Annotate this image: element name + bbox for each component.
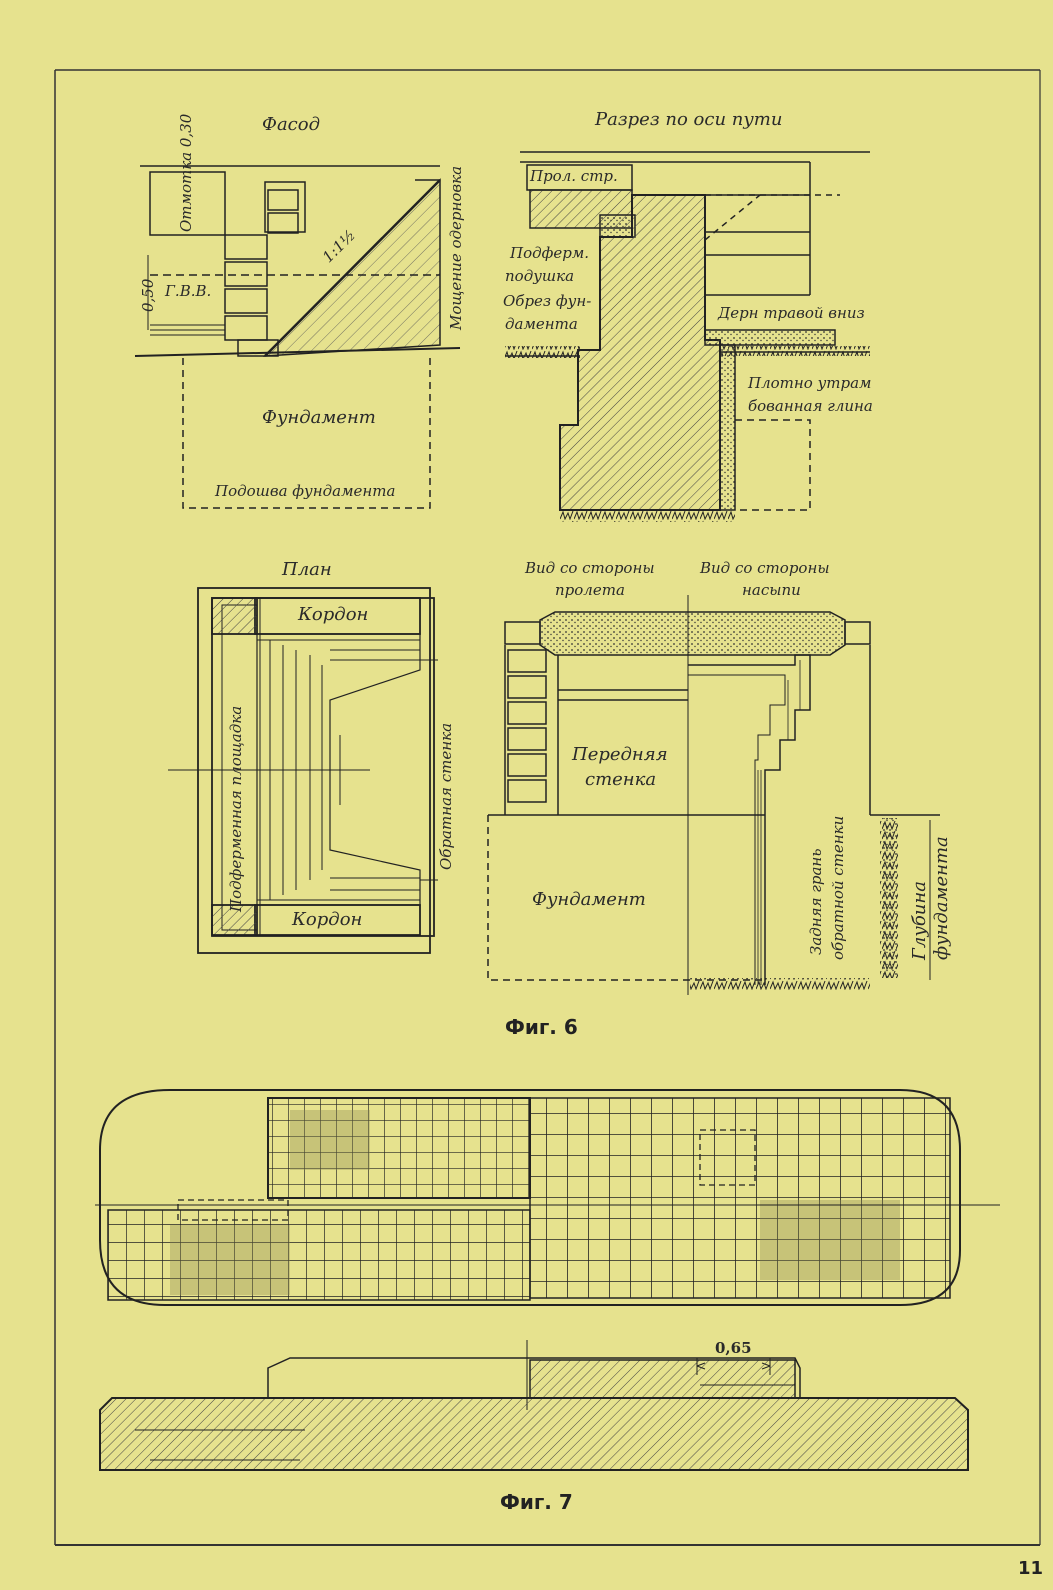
views-embank-label-2: насыпи bbox=[742, 581, 801, 599]
facade-050-label: 0,50 bbox=[139, 278, 157, 312]
section-podferm-label-1: Подферм. bbox=[510, 244, 590, 262]
views-perednyaya-label-1: Передняя bbox=[572, 744, 668, 765]
facade-otmetka-label: Отмотка 0,30 bbox=[177, 113, 195, 232]
facade-drawing bbox=[134, 165, 461, 509]
plan-ploshchadka-label: Подферменная площадка bbox=[227, 705, 245, 912]
views-embank-label-1: Вид со стороны bbox=[700, 559, 830, 577]
section-podferm-label-2: подушка bbox=[505, 267, 575, 285]
section-dern-label: Дерн травой вниз bbox=[718, 304, 865, 322]
facade-podoshva-label: Подошва фундамента bbox=[215, 482, 396, 500]
views-zadnyaya-label-2: обратной стенки bbox=[829, 815, 847, 960]
plan-kordon-top-label: Кордон bbox=[298, 604, 369, 625]
page-number: 11 bbox=[1018, 1558, 1044, 1579]
section-plotno-label-2: бованная глина bbox=[748, 397, 873, 415]
fig7-dimension-label: 0,65 bbox=[715, 1339, 752, 1357]
facade-title: Фасод bbox=[262, 114, 320, 135]
plan-obratnaya-label: Обратная стенка bbox=[437, 722, 455, 870]
plan-title: План bbox=[282, 559, 332, 580]
facade-moshchenie-label: Мощение одерновка bbox=[447, 165, 465, 330]
fig7-caption: Фиг. 7 bbox=[500, 1490, 573, 1514]
fig7-grid-plan bbox=[95, 1089, 1000, 1306]
section-title: Разрез по оси пути bbox=[595, 109, 783, 130]
fig6-caption: Фиг. 6 bbox=[505, 1015, 578, 1039]
views-glubina-label-1: Глубина bbox=[909, 881, 930, 960]
views-drawing bbox=[487, 595, 940, 995]
section-plotno-label-1: Плотно утрам bbox=[748, 374, 872, 392]
facade-gvv-label: Г.В.В. bbox=[165, 282, 212, 300]
sheet-frame bbox=[54, 69, 1041, 1546]
views-zadnyaya-label-1: Задняя грань bbox=[807, 848, 825, 955]
views-perednyaya-label-2: стенка bbox=[585, 769, 657, 790]
facade-masonry bbox=[224, 189, 299, 357]
section-obrez-label-2: дамента bbox=[505, 315, 578, 333]
views-fundament-label: Фундамент bbox=[532, 889, 646, 910]
section-prol-str-label: Прол. стр. bbox=[530, 167, 618, 185]
views-glubina-label-2: фундамента bbox=[931, 836, 952, 960]
facade-fundament-label: Фундамент bbox=[262, 407, 376, 428]
section-drawing bbox=[505, 151, 870, 522]
plan-kordon-bottom-label: Кордон bbox=[292, 909, 363, 930]
views-span-label-2: пролета bbox=[555, 581, 625, 599]
section-obrez-label-1: Обрез фун- bbox=[503, 292, 592, 310]
plan-drawing bbox=[168, 587, 438, 954]
views-span-label-1: Вид со стороны bbox=[525, 559, 655, 577]
views-masonry bbox=[507, 649, 547, 803]
fig7-section bbox=[99, 1340, 969, 1471]
